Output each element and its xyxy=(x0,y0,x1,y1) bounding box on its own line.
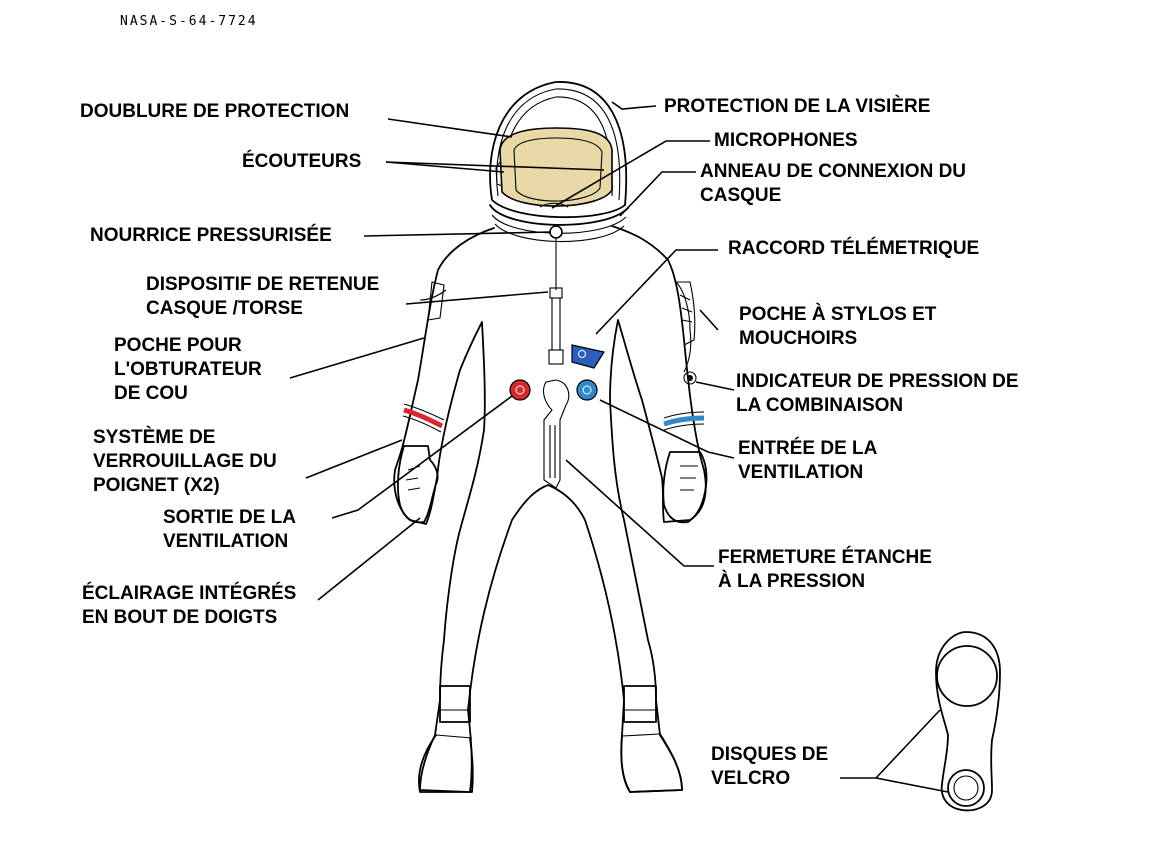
document-code: NASA-S-64-7724 xyxy=(120,14,258,29)
label-poche-stylos: POCHE À STYLOS ET MOUCHOIRS xyxy=(739,304,937,349)
label-nourrice: NOURRICE PRESSURISÉE xyxy=(90,225,332,246)
label-verrouillage: SYSTÈME DE VERROUILLAGE DU POIGNET (X2) xyxy=(93,427,277,496)
right-boot xyxy=(620,685,683,793)
label-entree: ENTRÉE DE LA VENTILATION xyxy=(738,438,878,483)
label-velcro: DISQUES DE VELCRO xyxy=(711,744,829,789)
telemetry-connector xyxy=(571,344,605,369)
wrist-ring-right xyxy=(663,415,705,427)
helmet xyxy=(489,81,629,243)
right-glove xyxy=(662,451,708,524)
pressure-gauge xyxy=(683,371,697,385)
left-boot xyxy=(418,685,474,793)
left-glove xyxy=(397,445,439,524)
pen-pocket xyxy=(676,281,696,346)
label-sortie: SORTIE DE LA VENTILATION xyxy=(163,507,297,552)
label-anneau: ANNEAU DE CONNEXION DU CASQUE xyxy=(700,161,967,206)
vent-outlet xyxy=(509,379,531,401)
leader-lines xyxy=(289,101,949,793)
label-doublure: DOUBLURE DE PROTECTION xyxy=(80,101,350,122)
label-indicateur: INDICATEUR DE PRESSION DE LA COMBINAISON xyxy=(736,371,1019,416)
label-obturateur: POCHE POUR L'OBTURATEUR DE COU xyxy=(114,335,262,404)
restraint-device xyxy=(549,287,563,299)
label-fermeture: FERMETURE ÉTANCHE À LA PRESSION xyxy=(718,547,932,592)
visor xyxy=(499,127,613,207)
wrist-ring-left xyxy=(403,407,444,429)
vent-inlet xyxy=(576,379,598,401)
pressure-manifold xyxy=(549,225,563,239)
label-ecouteurs: ÉCOUTEURS xyxy=(242,151,362,172)
label-telemetrique: RACCORD TÉLÉMETRIQUE xyxy=(728,238,980,259)
suit-body-outline xyxy=(393,225,707,793)
label-retenue: DISPOSITIF DE RETENUE CASQUE /TORSE xyxy=(146,274,380,319)
velcro-detail xyxy=(935,631,1001,812)
label-visiere: PROTECTION DE LA VISIÈRE xyxy=(664,96,931,117)
pressure-zipper xyxy=(543,379,570,489)
label-microphones: MICROPHONES xyxy=(714,130,858,151)
label-eclairage: ÉCLAIRAGE INTÉGRÉS EN BOUT DE DOIGTS xyxy=(82,583,297,628)
